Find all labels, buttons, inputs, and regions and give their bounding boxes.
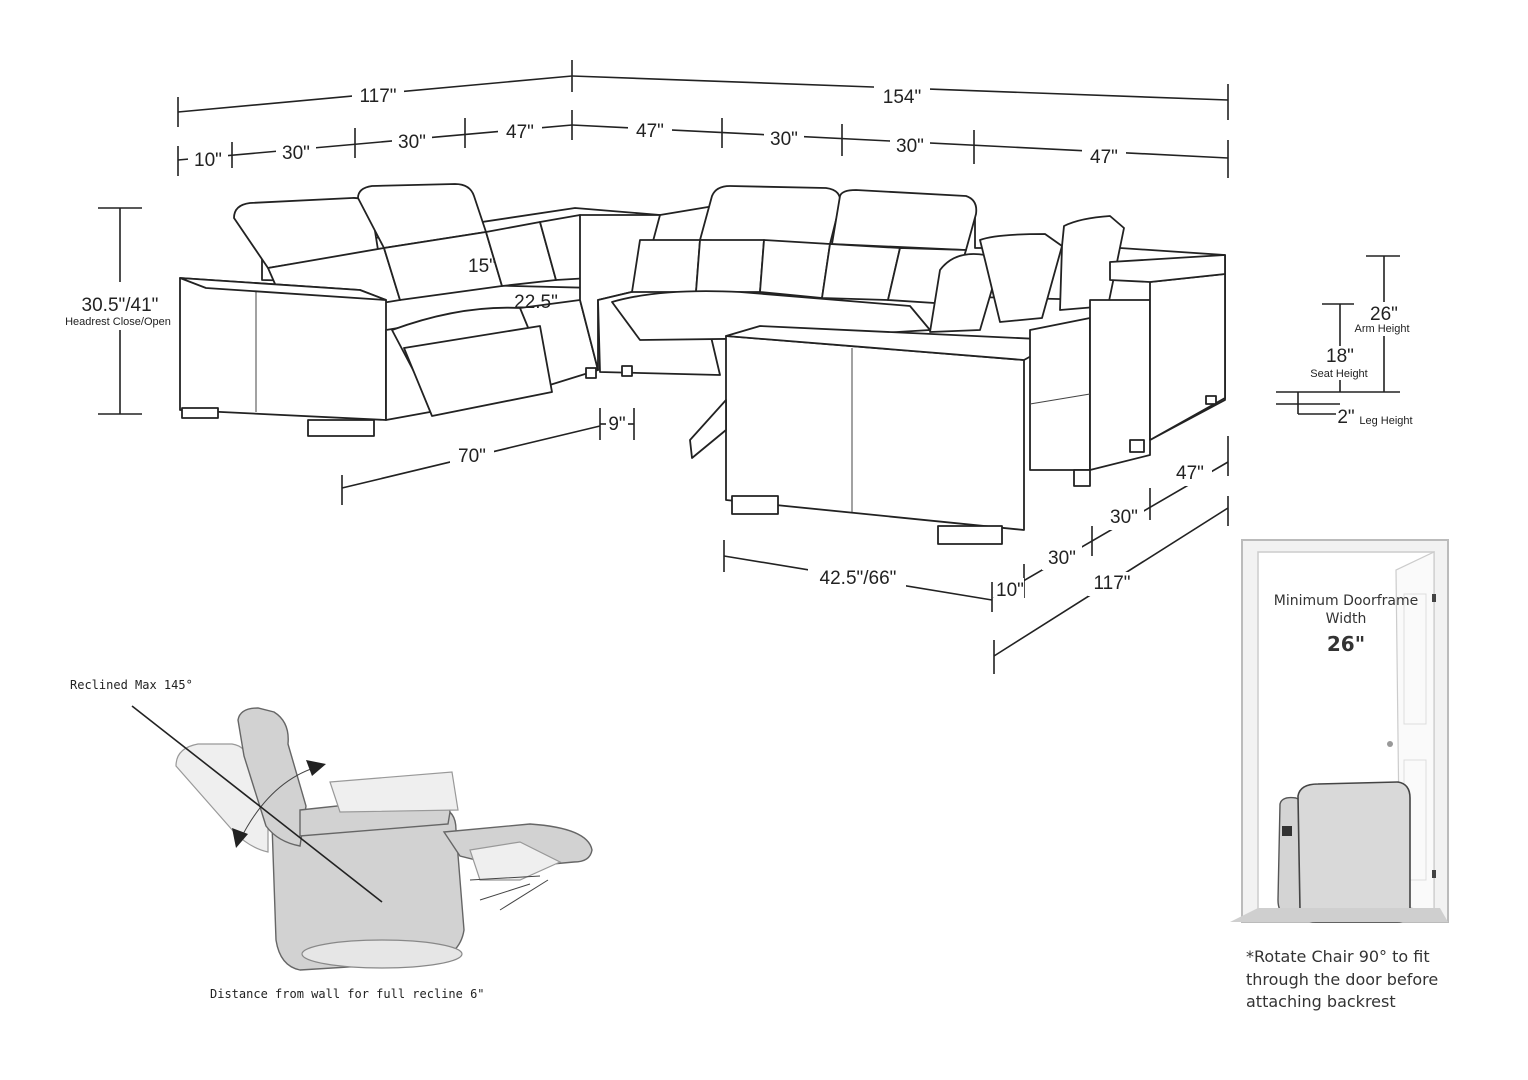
doorframe-width-value: 26" (1327, 632, 1365, 656)
headrest-caption: Headrest Close/Open (65, 316, 171, 328)
doorframe-title-line2: Width (1326, 611, 1367, 627)
dim-right-47: 47" (1176, 463, 1204, 484)
dim-seg-10: 10" (194, 150, 222, 171)
dim-seg-47b: 47" (636, 121, 664, 142)
dim-chaise-length: 42.5"/66" (820, 568, 897, 589)
dim-seg-30c: 30" (770, 129, 798, 150)
recliner-illustration (131, 705, 593, 971)
dim-top-left-total: 117" (359, 86, 396, 107)
dim-right-total: 117" (1093, 573, 1130, 594)
dim-seg-30a: 30" (282, 143, 310, 164)
doorframe-note-line1: *Rotate Chair 90° to fit (1246, 947, 1430, 966)
dim-seg-30d: 30" (896, 136, 924, 157)
doorframe-illustration (1230, 539, 1449, 923)
dim-front-depth: 70" (458, 446, 486, 467)
doorframe-note-line3: attaching backrest (1246, 992, 1396, 1011)
dim-headrest-tilt: 15" (468, 256, 496, 277)
sectional-sofa-drawing (179, 183, 1226, 545)
side-height-dimensions (1276, 255, 1400, 415)
headrest-height-dimension (98, 207, 142, 415)
dim-arm-height: 26" (1370, 304, 1398, 325)
dim-leg-height: 2" (1337, 407, 1354, 428)
recline-wall-distance-label: Distance from wall for full recline 6" (210, 987, 485, 1001)
recline-max-label: Reclined Max 145° (70, 678, 193, 692)
dim-seg-30b: 30" (398, 132, 426, 153)
doorframe-note-line2: through the door before (1246, 970, 1438, 989)
leg-height-caption: Leg Height (1359, 415, 1412, 427)
dim-seg-47c: 47" (1090, 147, 1118, 168)
top-dimension-lines (177, 60, 1229, 178)
dim-right-10: 10" (996, 580, 1024, 601)
dim-headrest-height: 30.5"/41" (82, 295, 159, 316)
dim-seg-47a: 47" (506, 122, 534, 143)
dim-corner-depth: 22.5" (514, 292, 558, 313)
doorframe-title-line1: Minimum Doorframe (1274, 593, 1419, 609)
arm-height-caption: Arm Height (1354, 323, 1409, 335)
dim-top-right-total: 154" (883, 87, 921, 108)
dim-front-gap: 9" (608, 414, 625, 435)
dim-right-30b: 30" (1110, 507, 1138, 528)
dim-seat-height: 18" (1326, 346, 1354, 367)
dim-right-30a: 30" (1048, 548, 1076, 569)
seat-height-caption: Seat Height (1310, 368, 1367, 380)
